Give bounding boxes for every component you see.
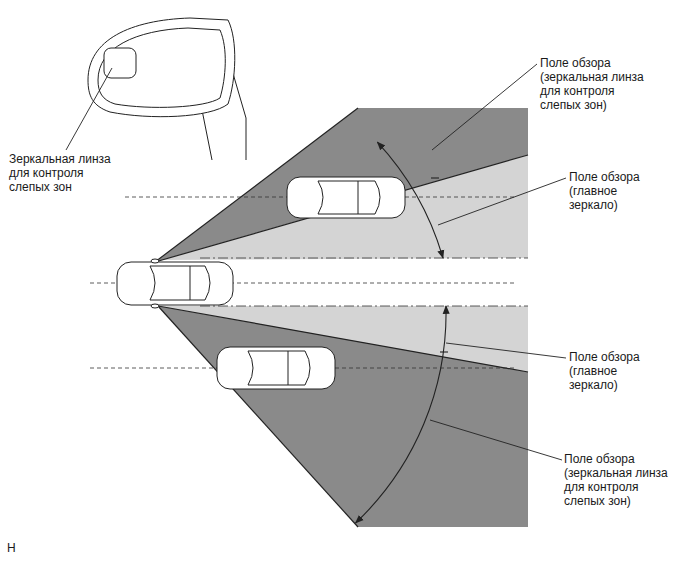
vehicle bbox=[287, 177, 405, 218]
callout-label: Зеркальная линза для контроля слепых зон bbox=[8, 152, 128, 194]
vehicle bbox=[217, 347, 335, 389]
figure-code: H bbox=[6, 541, 38, 555]
own-car bbox=[117, 259, 233, 308]
blind-spot-field bbox=[155, 108, 528, 262]
main-mirror-field bbox=[155, 155, 528, 262]
blind-spot-field bbox=[158, 306, 528, 527]
callout-label: Поле обзора (главное зеркало) bbox=[568, 350, 660, 392]
lane-lines bbox=[90, 197, 528, 368]
field-boundaries bbox=[155, 108, 528, 527]
callout-label: Поле обзора (зеркальная линза для контро… bbox=[563, 452, 677, 508]
door-mirror bbox=[88, 18, 246, 160]
callout-label: Поле обзора (зеркальная линза для контро… bbox=[539, 56, 653, 112]
leader-lines bbox=[66, 64, 566, 460]
callout-label: Поле обзора (главное зеркало) bbox=[568, 170, 660, 212]
